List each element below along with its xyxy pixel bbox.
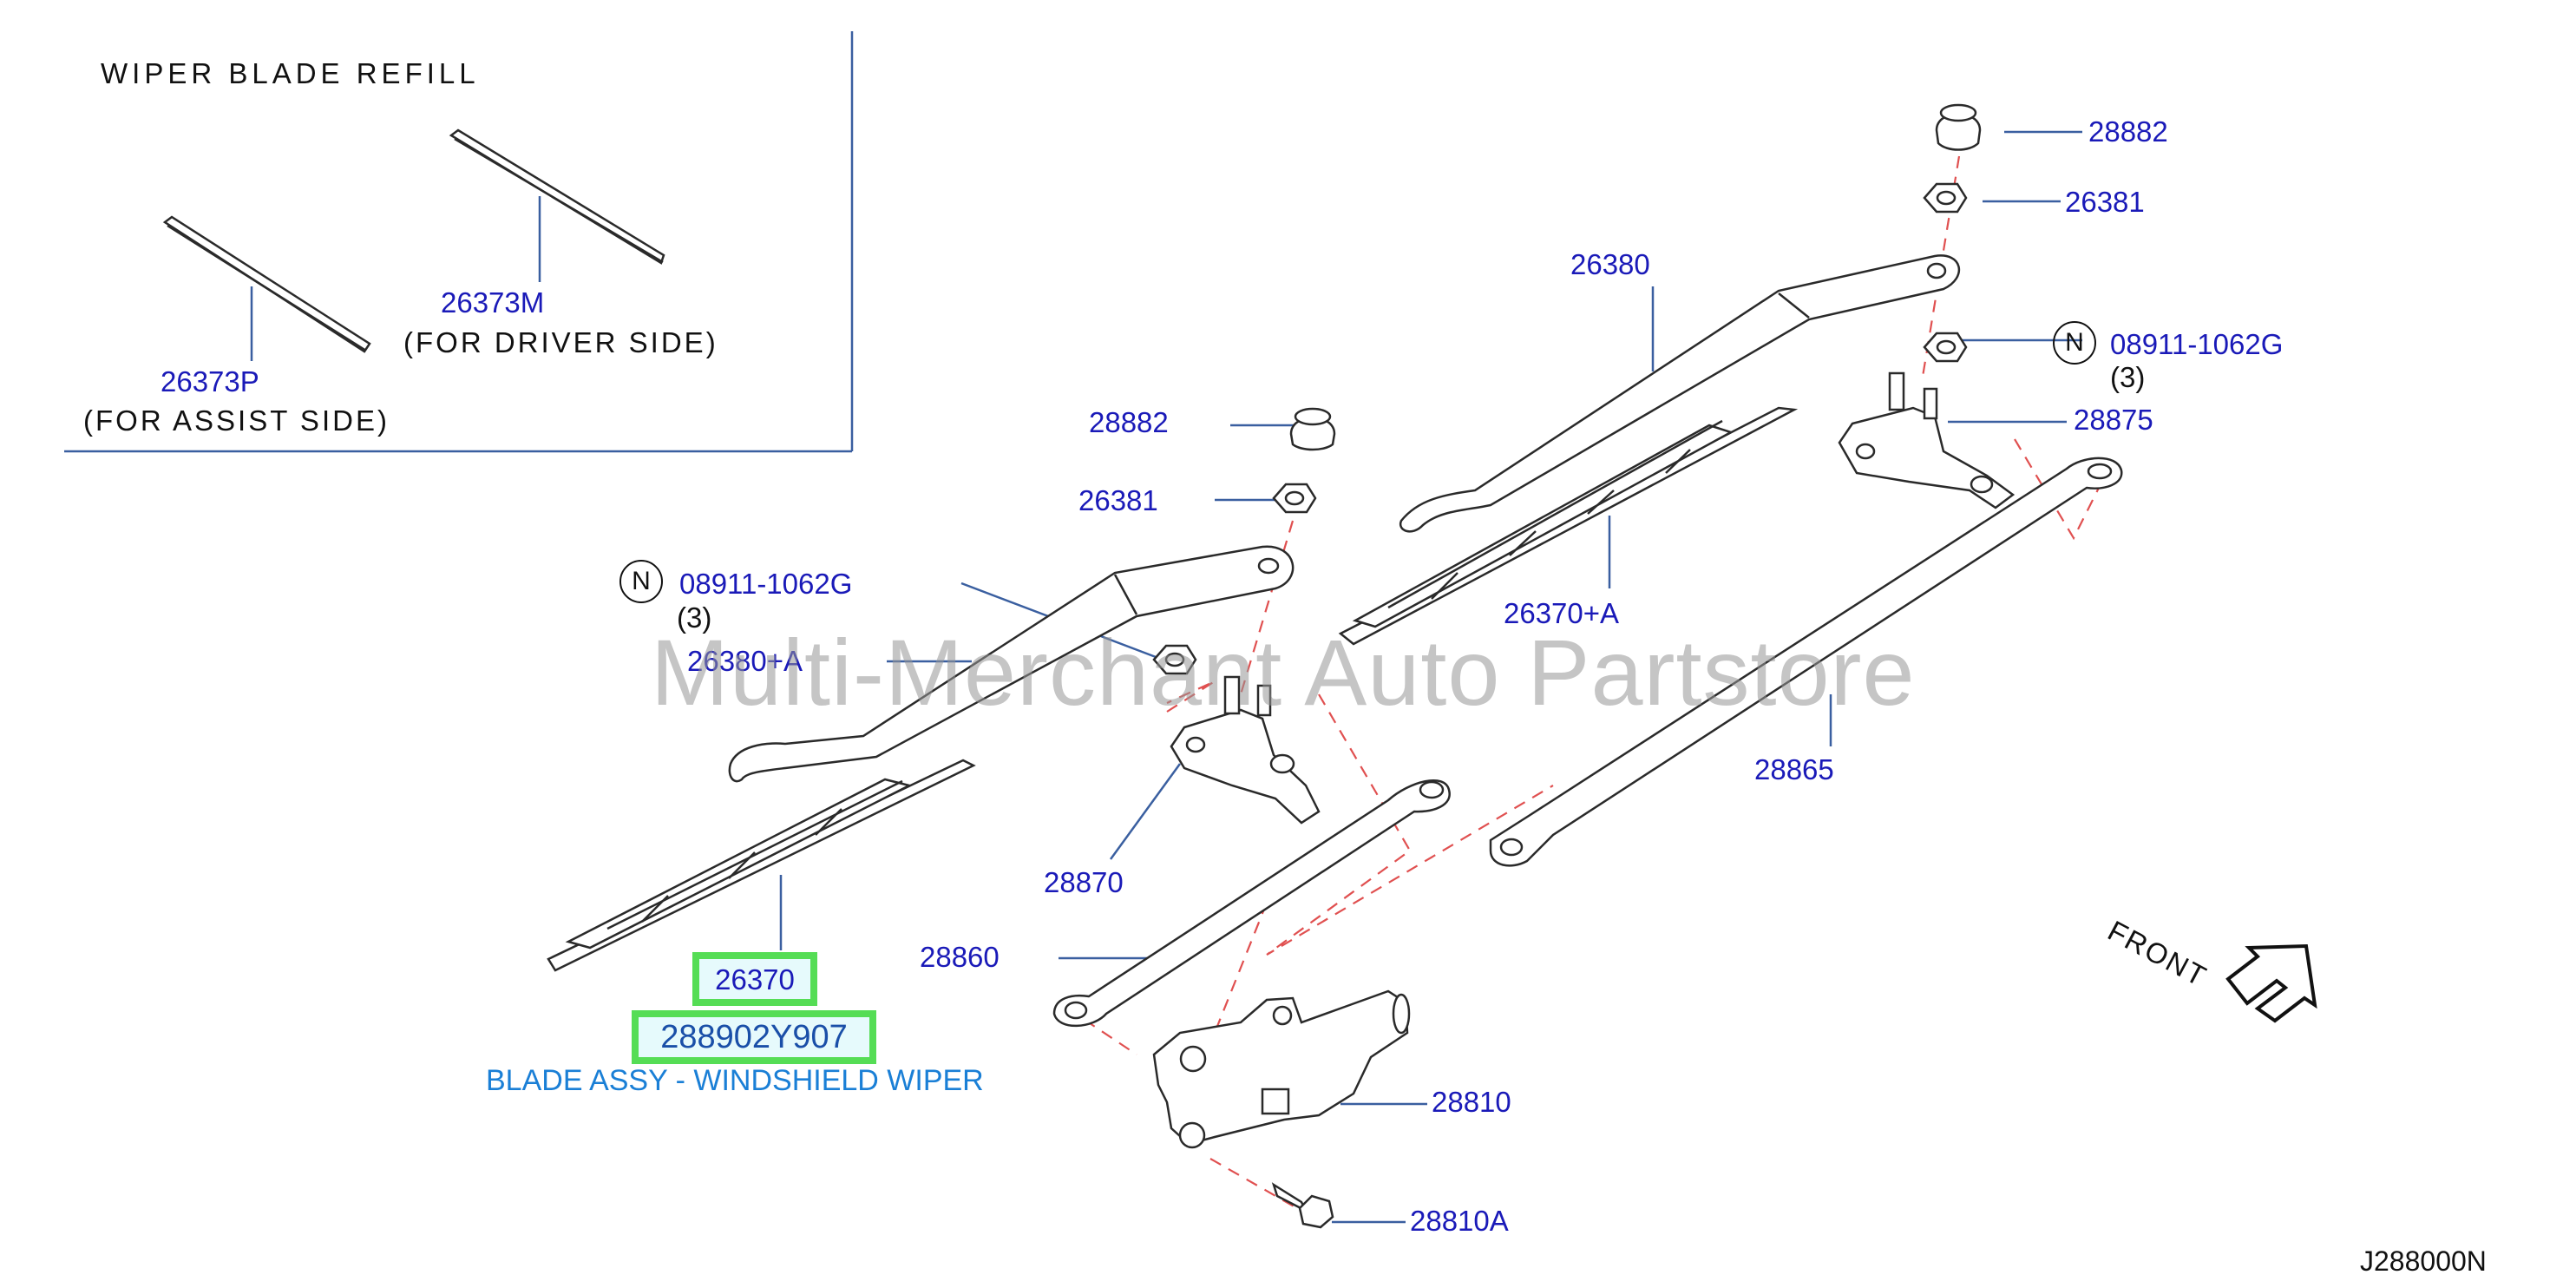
qty-left: (3) [677,601,712,634]
callout-26370a[interactable]: 26370+A [1504,597,1620,629]
callout-28875[interactable]: 28875 [2074,404,2153,436]
highlight-26370-label: 26370 [715,963,795,996]
callout-28865[interactable]: 28865 [1754,753,1834,785]
nut-26381-right [1923,182,1968,214]
part-26373p[interactable]: 26373P [161,365,259,398]
inset-frame [64,31,854,453]
highlight-part-number-label: 288902Y907 [660,1019,848,1055]
motor-28810 [1152,989,1411,1149]
callout-08911-right[interactable]: 08911-1062G [2110,328,2284,360]
callout-26381-right[interactable]: 26381 [2065,186,2145,218]
highlight-part-number[interactable]: 288902Y907 [632,1010,876,1064]
diagram-code: J288000N [2360,1245,2487,1277]
inset-title: WIPER BLADE REFILL [101,57,480,89]
right-wiper-blade [1338,406,1799,646]
link-rod-28865 [1489,457,2123,867]
callout-28870[interactable]: 28870 [1044,866,1124,898]
callout-26380[interactable]: 26380 [1570,248,1650,280]
left-wiper-blade [547,759,976,972]
right-wiper-arm [1399,254,1961,533]
callout-28882-right[interactable]: 28882 [2088,115,2168,148]
bolt-28810a [1271,1182,1334,1229]
callout-28882-left[interactable]: 28882 [1089,406,1169,438]
cap-28882-left [1289,407,1336,451]
nut-08911-left [1152,644,1197,675]
note-driver-side: (FOR DRIVER SIDE) [403,326,718,358]
cap-28882-right [1935,103,1982,151]
n-symbol-left: N [619,560,663,603]
callout-26380a[interactable]: 26380+A [687,645,803,677]
n-symbol-right: N [2053,321,2096,365]
left-wiper-arm [728,545,1295,783]
link-rod-28860 [1052,779,1451,1028]
pivot-28875 [1838,371,2016,509]
highlight-description[interactable]: BLADE ASSY - WINDSHIELD WIPER [486,1064,984,1097]
refill-strip-assist [162,215,371,353]
watermark: Multi-Merchant Auto Partstore [651,620,1916,725]
part-26373m[interactable]: 26373M [441,286,545,319]
refill-strip-driver [449,128,665,265]
callout-28810a[interactable]: 28810A [1410,1205,1509,1237]
nut-26381-left [1272,483,1317,514]
pivot-28870 [1170,675,1321,825]
nut-08911-right [1923,332,1968,363]
callout-28810[interactable]: 28810 [1432,1086,1511,1118]
front-arrow-icon [2225,943,2317,1023]
callout-28860[interactable]: 28860 [920,941,1000,973]
highlight-26370[interactable]: 26370 [692,952,817,1006]
callout-08911-left[interactable]: 08911-1062G [679,568,853,600]
note-assist-side: (FOR ASSIST SIDE) [83,404,390,437]
qty-right: (3) [2110,361,2146,393]
callout-26381-left[interactable]: 26381 [1078,484,1158,516]
